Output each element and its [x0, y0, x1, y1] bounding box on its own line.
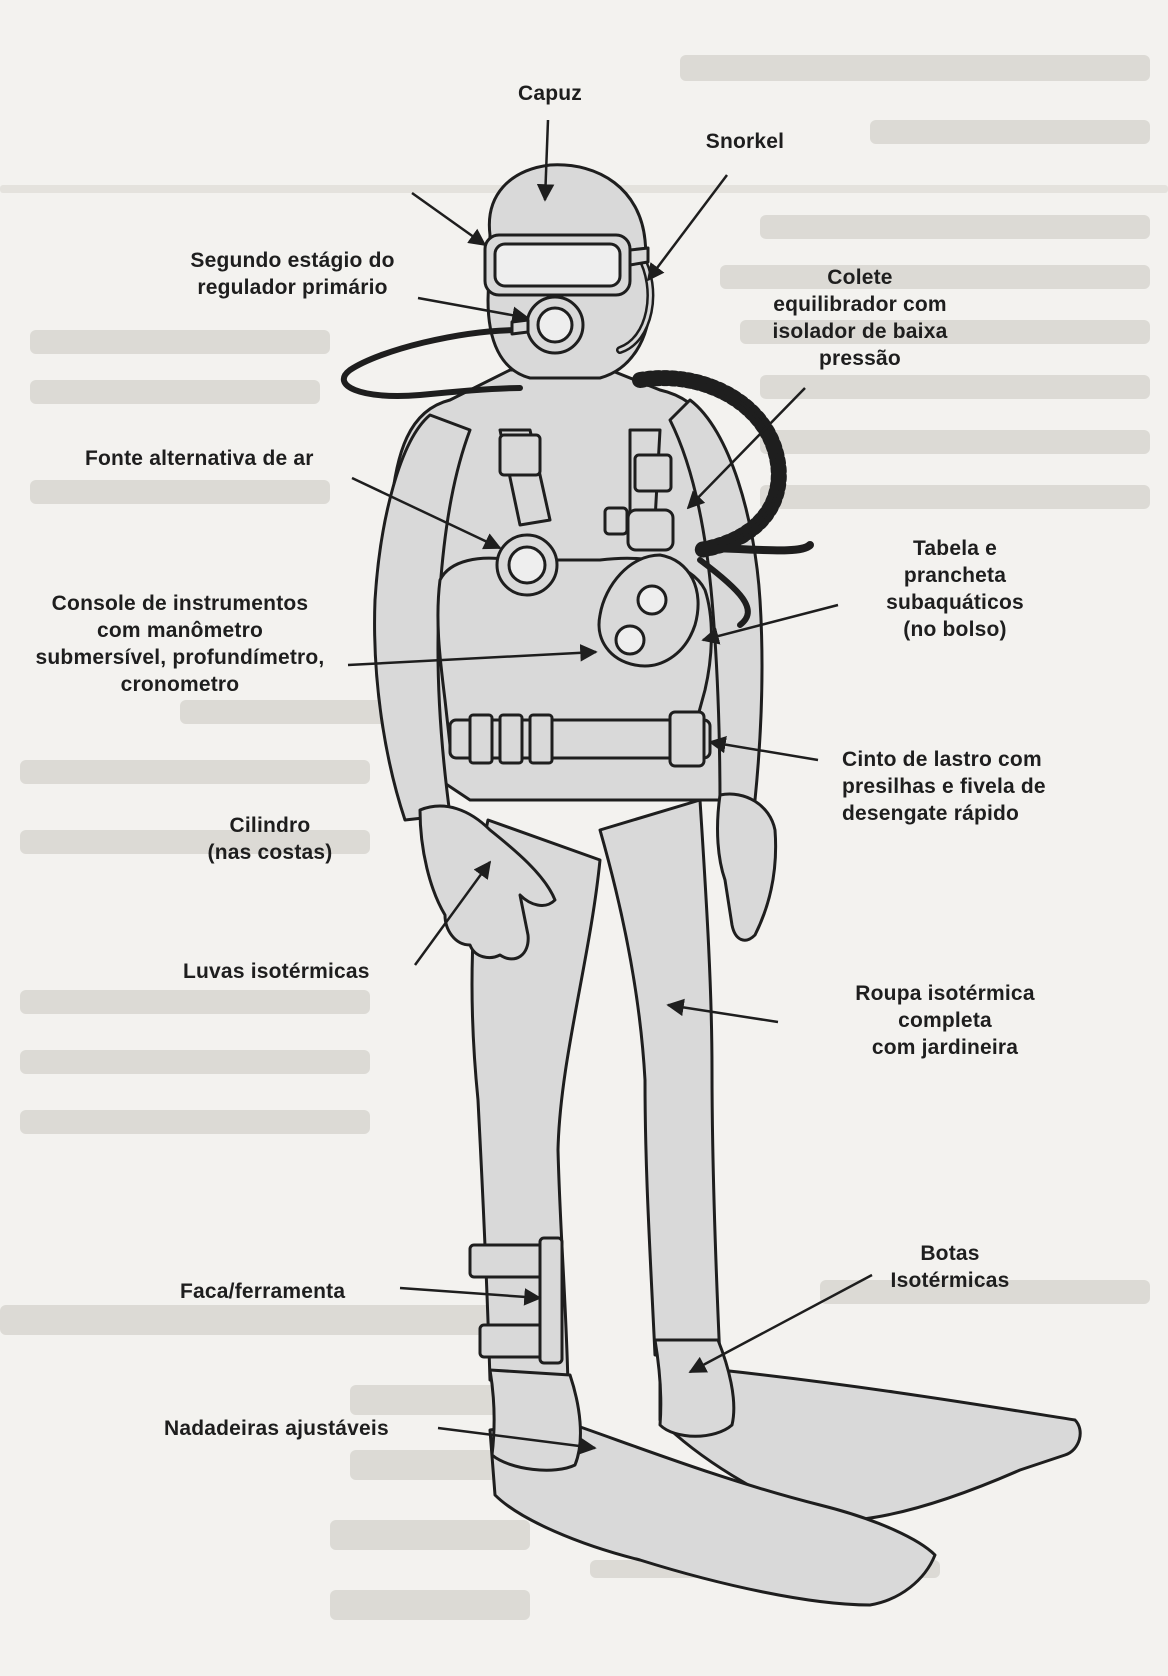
belt-buckle [670, 712, 704, 766]
right-leg [600, 800, 720, 1360]
belt-weight-3 [530, 715, 552, 763]
label-snorkel: Snorkel [675, 128, 815, 155]
right-glove [718, 794, 776, 940]
label-roupa: Roupa isotérmica completa com jardineira [825, 980, 1065, 1061]
belt-weight-2 [500, 715, 522, 763]
label-cinto: Cinto de lastro com presilhas e fivela d… [842, 746, 1102, 827]
mask-lens [495, 244, 620, 286]
label-fonte-alternativa: Fonte alternativa de ar [85, 445, 385, 472]
alternate-hose [700, 545, 810, 550]
label-cilindro: Cilindro (nas costas) [170, 812, 370, 866]
left-boot [490, 1370, 580, 1470]
inflator-valve [628, 510, 673, 550]
belt-weight-1 [470, 715, 492, 763]
mask-strap [630, 248, 648, 265]
label-colete: Colete equilibrador com isolador de baix… [745, 264, 975, 372]
left-strap-buckle [500, 435, 540, 475]
label-faca: Faca/ferramenta [180, 1278, 400, 1305]
label-nadadeiras: Nadadeiras ajustáveis [164, 1415, 444, 1442]
arrow-hood-left [412, 193, 485, 245]
label-console: Console de instrumentos com manômetro su… [10, 590, 350, 698]
label-tabela: Tabela e prancheta subaquáticos (no bols… [855, 535, 1055, 643]
arrow-snorkel [648, 175, 727, 280]
label-capuz: Capuz [480, 80, 620, 107]
gauge-1 [638, 586, 666, 614]
knife-body [540, 1238, 562, 1363]
label-botas: Botas Isotérmicas [870, 1240, 1030, 1294]
label-segundo-estagio: Segundo estágio do regulador primário [150, 247, 435, 301]
label-luvas: Luvas isotérmicas [183, 958, 423, 985]
right-strap-buckle [635, 455, 671, 491]
gauge-2 [616, 626, 644, 654]
